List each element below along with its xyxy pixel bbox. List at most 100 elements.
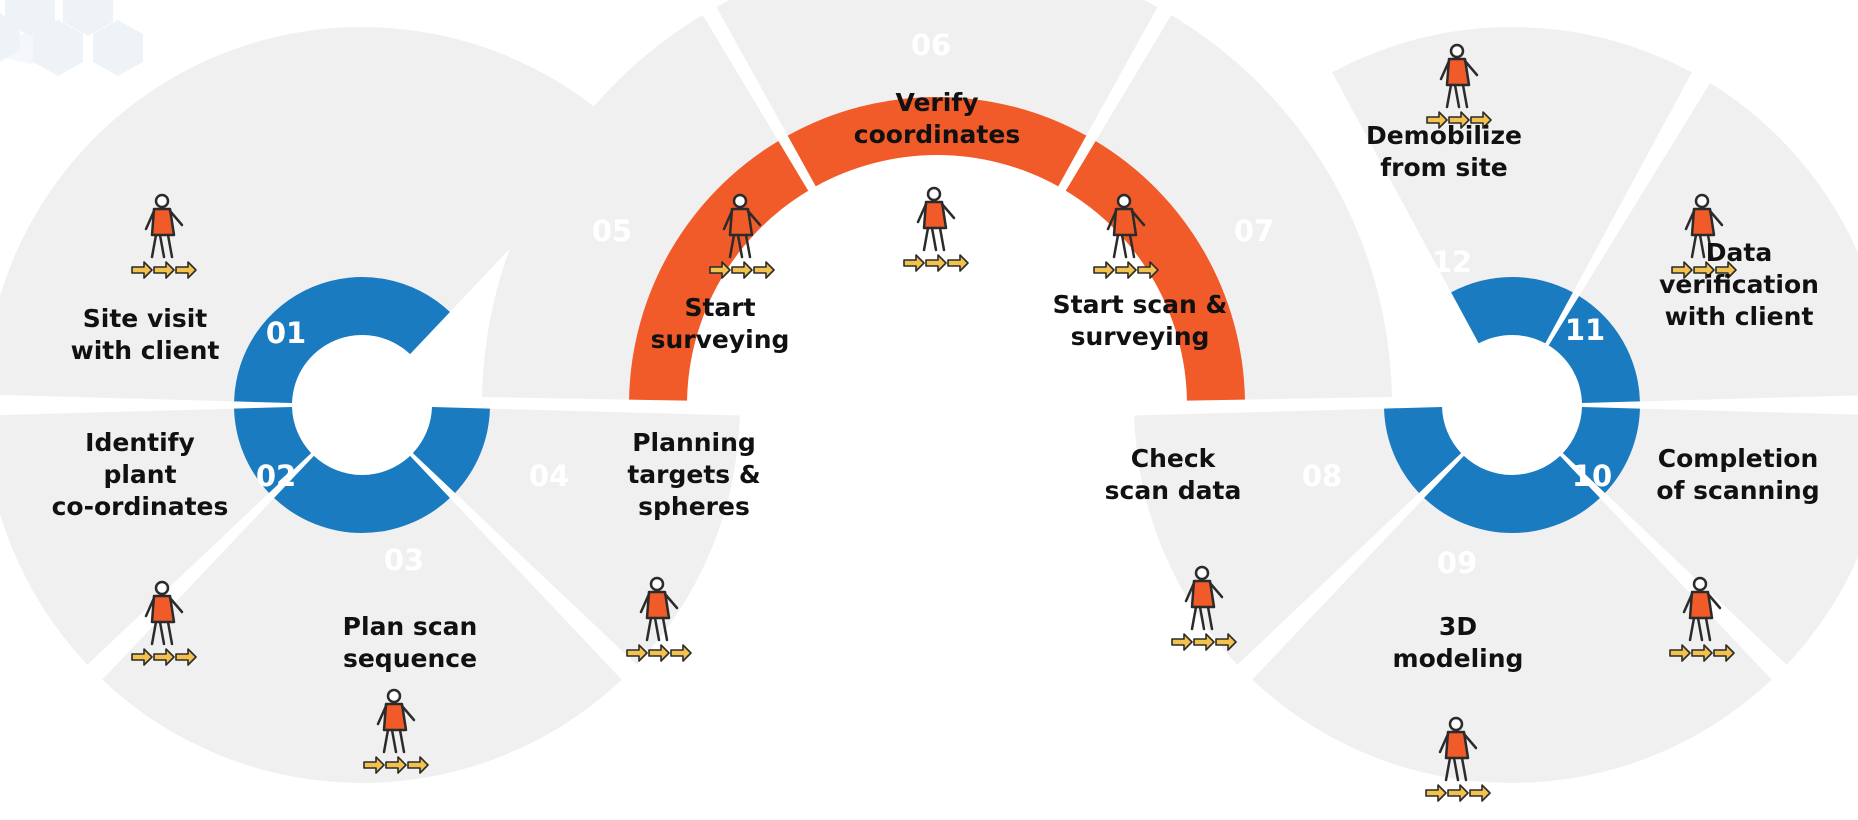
step-label: Site visit with client — [71, 304, 220, 365]
step-number: 08 — [1302, 459, 1342, 493]
step-number: 04 — [529, 459, 569, 493]
step-label-line: from site — [1380, 153, 1508, 182]
step-band-09 — [1424, 455, 1600, 533]
arrow-right-icon — [131, 261, 197, 279]
step-label-line: verification — [1659, 270, 1819, 299]
arrow-right-icon — [626, 644, 692, 662]
step-number: 12 — [1432, 245, 1472, 279]
arrow-right-icon — [363, 756, 429, 774]
step-number: 01 — [266, 316, 306, 350]
walking-person-icon — [626, 576, 692, 662]
walking-person-icon — [131, 580, 197, 666]
step-label-line: sequence — [343, 644, 477, 673]
walking-person-icon — [903, 186, 969, 272]
step-segment-04 — [455, 408, 740, 665]
step-label: Data verification with client — [1659, 238, 1819, 331]
step-number: 02 — [256, 459, 296, 493]
walking-person-icon — [1425, 716, 1491, 802]
arrow-right-icon — [1093, 261, 1159, 279]
step-label-line: Check — [1131, 444, 1217, 473]
walking-person-icon — [363, 688, 429, 774]
step-label: Start surveying — [651, 293, 790, 354]
step-label-line: co-ordinates — [52, 492, 229, 521]
arrow-right-icon — [131, 648, 197, 666]
step-label: Start scan & surveying — [1053, 290, 1228, 351]
segments-layer — [0, 0, 1858, 784]
step-label-line: with client — [1665, 302, 1814, 331]
step-label-line: of scanning — [1656, 476, 1819, 505]
step-number: 05 — [592, 214, 632, 248]
step-label: Demobilize from site — [1366, 121, 1522, 182]
step-label: Check scan data — [1105, 444, 1242, 505]
step-label-line: surveying — [651, 325, 790, 354]
arrow-right-icon — [709, 261, 775, 279]
step-number: 03 — [384, 543, 424, 577]
step-band-12 — [1451, 277, 1573, 344]
step-segment-03 — [102, 498, 622, 783]
step-segment-01 — [0, 27, 622, 402]
step-label-line: Site visit — [83, 304, 208, 333]
step-segment-06 — [716, 0, 1158, 136]
step-label-line: with client — [71, 336, 220, 365]
walking-person-icon — [1093, 193, 1159, 279]
step-segment-05 — [482, 14, 779, 400]
step-label-line: coordinates — [854, 120, 1020, 149]
step-segment-11 — [1579, 83, 1858, 402]
step-segment-12 — [1332, 26, 1692, 293]
step-band-11 — [1548, 295, 1640, 404]
step-label-line: Verify — [895, 88, 978, 117]
walking-person-icon — [1671, 193, 1737, 279]
step-label-line: surveying — [1071, 322, 1210, 351]
step-band-04 — [412, 406, 490, 493]
step-label: Plan scan sequence — [343, 612, 478, 673]
step-number: 09 — [1437, 546, 1477, 580]
walking-person-icon — [131, 193, 197, 279]
step-label-line: Planning — [632, 428, 756, 457]
step-segment-07 — [1095, 14, 1392, 400]
step-band-01 — [234, 276, 450, 404]
walking-person-icon — [1171, 565, 1237, 651]
step-label-line: scan data — [1105, 476, 1242, 505]
step-label-line: Data — [1706, 238, 1772, 267]
step-band-03 — [274, 455, 450, 533]
arrow-right-icon — [1171, 633, 1237, 651]
step-label: 3D modeling — [1393, 612, 1524, 673]
step-number: 11 — [1565, 313, 1605, 347]
arrow-right-icon — [1425, 784, 1491, 802]
step-label-line: Start — [684, 293, 755, 322]
step-label: Verify coordinates — [854, 88, 1020, 149]
step-label-line: Completion — [1658, 444, 1819, 473]
step-label: Planning targets & spheres — [627, 428, 760, 521]
step-band-06 — [787, 96, 1087, 187]
step-label-line: Plan scan — [343, 612, 478, 641]
step-segment-02 — [0, 408, 269, 665]
step-label-line: Start scan & — [1053, 290, 1228, 319]
step-number: 07 — [1234, 214, 1274, 248]
walking-person-icon — [709, 193, 775, 279]
step-label: Completion of scanning — [1656, 444, 1819, 505]
step-label-line: Demobilize — [1366, 121, 1522, 150]
walking-person-icon — [1426, 43, 1492, 129]
step-label-line: spheres — [638, 492, 750, 521]
icons-layer — [131, 43, 1737, 802]
step-label-line: targets & — [627, 460, 760, 489]
walking-person-icon — [1669, 576, 1735, 662]
step-band-02 — [234, 406, 312, 493]
step-label-line: modeling — [1393, 644, 1524, 673]
hexagon-decoration — [0, 0, 143, 76]
arrow-right-icon — [1669, 644, 1735, 662]
arrow-right-icon — [903, 254, 969, 272]
step-band-10 — [1562, 406, 1640, 493]
step-number: 10 — [1572, 459, 1612, 493]
step-label-line: Identify — [85, 428, 195, 457]
step-band-08 — [1384, 406, 1462, 493]
step-label-line: 3D — [1439, 612, 1477, 641]
arrow-right-icon — [1426, 111, 1492, 129]
step-segment-10 — [1605, 408, 1858, 665]
arrow-right-icon — [1671, 261, 1737, 279]
step-segment-09 — [1252, 498, 1772, 784]
